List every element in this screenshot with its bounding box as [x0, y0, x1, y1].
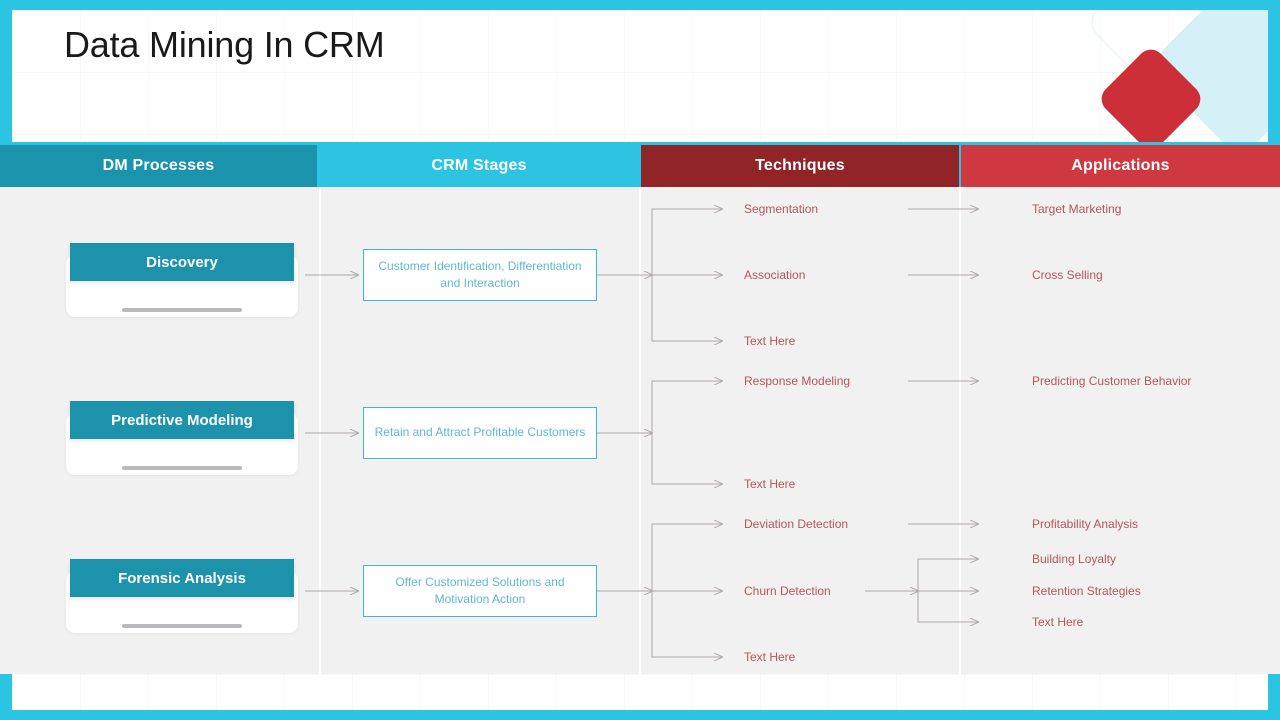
- technique-label-deviation-detection[interactable]: Deviation Detection: [744, 517, 849, 531]
- process-card-predictive-modeling[interactable]: Predictive Modeling: [66, 401, 298, 475]
- technique-label-text-here-2[interactable]: Text Here: [744, 477, 796, 491]
- footer-band: [12, 674, 1268, 710]
- column-header-row: DM Processes CRM Stages Techniques Appli…: [0, 145, 1280, 187]
- technique-label-association[interactable]: Association: [744, 268, 806, 282]
- technique-label-churn-detection[interactable]: Churn Detection: [744, 584, 831, 598]
- process-label-predictive-modeling[interactable]: Predictive Modeling: [70, 401, 294, 439]
- process-card-discovery[interactable]: Discovery: [66, 243, 298, 317]
- process-accent-bar: [122, 308, 242, 312]
- column-header-crm-stages[interactable]: CRM Stages: [320, 145, 638, 187]
- process-accent-bar: [122, 466, 242, 470]
- technique-label-text-here-1[interactable]: Text Here: [744, 334, 796, 348]
- application-label-building-loyalty[interactable]: Building Loyalty: [1032, 552, 1117, 566]
- column-divider-1: [319, 187, 321, 674]
- diagram-canvas: Discovery Predictive Modeling Forensic A…: [0, 187, 1280, 674]
- process-accent-bar: [122, 624, 242, 628]
- technique-label-segmentation[interactable]: Segmentation: [744, 202, 819, 216]
- application-label-target-marketing[interactable]: Target Marketing: [1032, 202, 1122, 216]
- process-card-forensic-analysis[interactable]: Forensic Analysis: [66, 559, 298, 633]
- application-label-profitability-analysis[interactable]: Profitability Analysis: [1032, 517, 1139, 531]
- footer-grid: [12, 674, 1268, 710]
- stage-box-2[interactable]: Retain and Attract Profitable Customers: [363, 407, 597, 459]
- column-divider-2: [639, 187, 641, 674]
- title-band: Data Mining In CRM: [12, 10, 1268, 142]
- stage-box-3[interactable]: Offer Customized Solutions and Motivatio…: [363, 565, 597, 617]
- technique-label-response-modeling[interactable]: Response Modeling: [744, 374, 851, 388]
- technique-label-text-here-3[interactable]: Text Here: [744, 650, 796, 664]
- process-label-discovery[interactable]: Discovery: [70, 243, 294, 281]
- page-title: Data Mining In CRM: [64, 24, 385, 65]
- application-label-predicting-customer-behavior[interactable]: Predicting Customer Behavior: [1032, 374, 1192, 388]
- application-label-cross-selling[interactable]: Cross Selling: [1032, 268, 1103, 282]
- application-label-text-here[interactable]: Text Here: [1032, 615, 1084, 629]
- column-header-techniques[interactable]: Techniques: [641, 145, 959, 187]
- column-divider-3: [959, 187, 961, 674]
- column-header-applications[interactable]: Applications: [961, 145, 1280, 187]
- process-label-forensic-analysis[interactable]: Forensic Analysis: [70, 559, 294, 597]
- application-label-retention-strategies[interactable]: Retention Strategies: [1032, 584, 1141, 598]
- column-header-dm-processes[interactable]: DM Processes: [0, 145, 317, 187]
- stage-box-1[interactable]: Customer Identification, Differentiation…: [363, 249, 597, 301]
